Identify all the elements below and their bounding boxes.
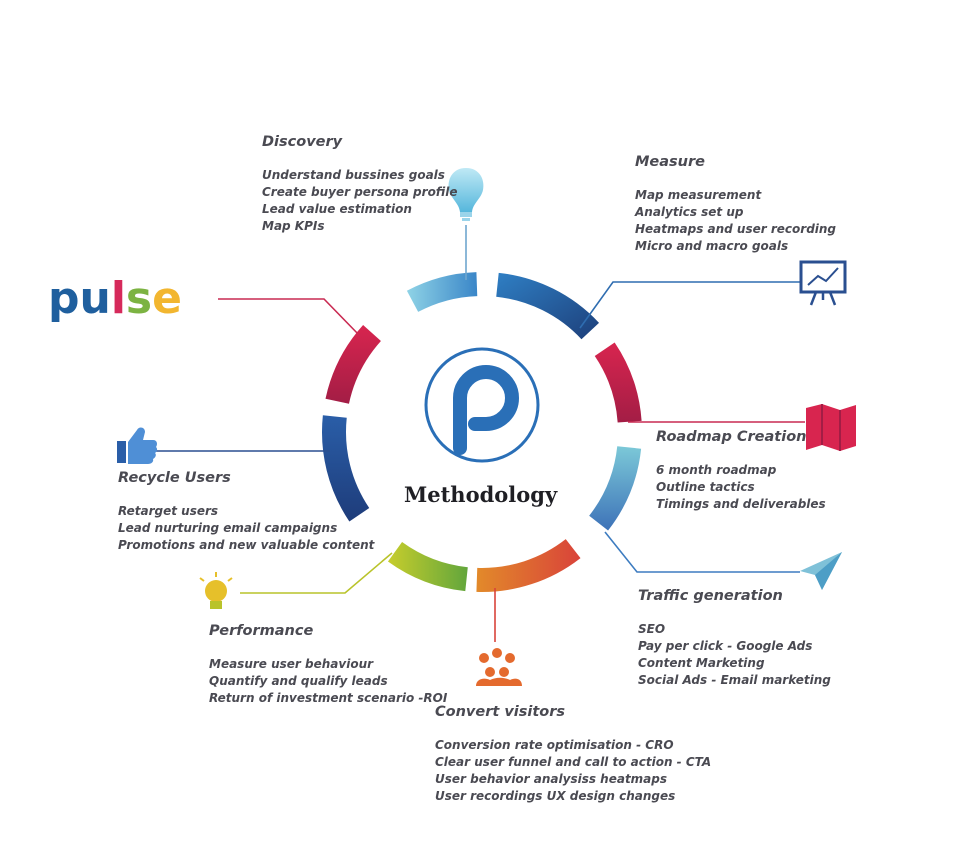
traffic-item: Pay per click - Google Ads xyxy=(638,639,813,653)
logo-letter: l xyxy=(111,273,126,324)
ring-segment-upper-left xyxy=(325,324,381,404)
section-convert: Convert visitors Conversion rate optimis… xyxy=(435,704,711,805)
discovery-item: Create buyer persona profile xyxy=(262,185,458,199)
svg-text:pulse: pulse xyxy=(48,273,182,324)
traffic-item: Content Marketing xyxy=(638,656,765,670)
section-measure: Measure Map measurement Analytics set up… xyxy=(635,154,836,255)
center-p-logo xyxy=(424,347,540,463)
ring-segments xyxy=(322,272,642,592)
measure-item: Heatmaps and user recording xyxy=(635,222,837,236)
roadmap-title: Roadmap Creation xyxy=(656,429,807,445)
connector-logo xyxy=(218,298,361,337)
logo-letter: u xyxy=(80,273,111,324)
section-roadmap: Roadmap Creation 6 month roadmap Outline… xyxy=(656,429,826,513)
recycle-item: Retarget users xyxy=(118,504,219,518)
ring-segment-measure xyxy=(496,272,600,340)
ring-segment-convert xyxy=(476,539,581,592)
discovery-item: Map KPIs xyxy=(262,219,325,233)
performance-item: Return of investment scenario -ROI xyxy=(209,691,448,705)
performance-title: Performance xyxy=(209,623,314,639)
roadmap-item: Outline tactics xyxy=(656,480,755,494)
connector-traffic xyxy=(604,531,800,573)
connectors xyxy=(150,225,805,642)
traffic-item: Social Ads - Email marketing xyxy=(638,673,831,687)
section-recycle: Recycle Users Retarget users Lead nurtur… xyxy=(118,470,374,554)
ring-segment-recycle xyxy=(322,415,370,522)
measure-item: Map measurement xyxy=(635,188,762,202)
section-performance: Performance Measure user behaviour Quant… xyxy=(209,623,447,707)
logo-letter: e xyxy=(152,273,182,324)
measure-title: Measure xyxy=(635,154,705,170)
logo-letter: p xyxy=(48,273,80,324)
convert-item: Conversion rate optimisation - CRO xyxy=(435,738,674,752)
convert-item: Clear user funnel and call to action - C… xyxy=(435,755,712,769)
ring-segment-performance xyxy=(387,542,468,592)
paper-plane-icon xyxy=(800,552,842,590)
logo-letter: s xyxy=(126,273,152,324)
recycle-item: Lead nurturing email campaigns xyxy=(118,521,338,535)
ring-segment-roadmap xyxy=(594,342,642,423)
discovery-item: Understand bussines goals xyxy=(262,168,445,182)
measure-item: Micro and macro goals xyxy=(635,239,789,253)
center-methodology-label: Methodology xyxy=(404,482,558,507)
recycle-item: Promotions and new valuable content xyxy=(118,538,375,552)
bulb-ideas-icon xyxy=(199,572,233,609)
convert-item: User recordings UX design changes xyxy=(435,789,676,803)
map-icon xyxy=(806,404,856,451)
convert-title: Convert visitors xyxy=(435,704,566,720)
traffic-title: Traffic generation xyxy=(638,588,783,604)
section-traffic: Traffic generation SEO Pay per click - G… xyxy=(638,588,831,689)
section-discovery: Discovery Understand bussines goals Crea… xyxy=(262,134,458,235)
people-group-icon xyxy=(476,648,522,686)
roadmap-item: Timings and deliverables xyxy=(656,497,826,511)
thumbs-up-icon xyxy=(117,427,158,464)
performance-item: Measure user behaviour xyxy=(209,657,374,671)
connector-measure xyxy=(579,281,800,329)
ring-segment-discovery xyxy=(406,272,478,312)
discovery-title: Discovery xyxy=(262,134,343,150)
pulse-logo: pulse xyxy=(48,273,182,324)
measure-item: Analytics set up xyxy=(635,205,744,219)
roadmap-item: 6 month roadmap xyxy=(656,463,777,477)
lightbulb-icon xyxy=(448,168,484,221)
recycle-title: Recycle Users xyxy=(118,470,231,486)
performance-item: Quantify and qualify leads xyxy=(209,674,388,688)
connector-performance xyxy=(240,552,393,594)
convert-item: User behavior analysiss heatmaps xyxy=(435,772,668,786)
ring-segment-traffic xyxy=(589,446,642,531)
traffic-item: SEO xyxy=(638,622,666,636)
discovery-item: Lead value estimation xyxy=(262,202,412,216)
presentation-chart-icon xyxy=(799,260,847,306)
